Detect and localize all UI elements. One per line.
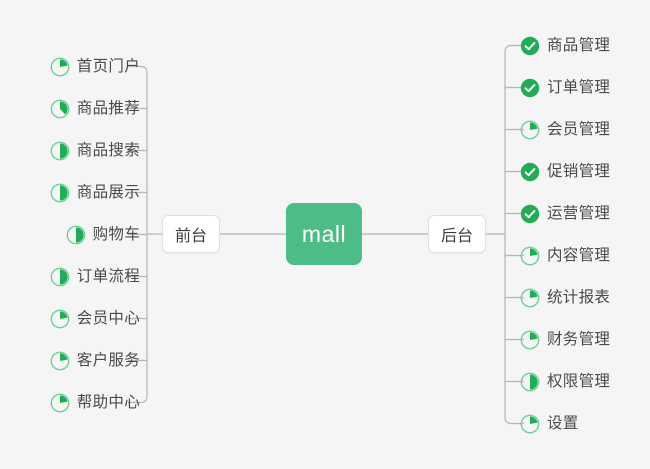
leaf-node[interactable]: 运营管理 bbox=[520, 193, 610, 235]
leaf-label: 统计报表 bbox=[547, 288, 611, 306]
leaf-node[interactable]: 设置 bbox=[520, 403, 579, 445]
pie-progress-icon bbox=[50, 57, 70, 76]
leaf-label: 订单流程 bbox=[76, 267, 140, 285]
leaf-node[interactable]: 会员管理 bbox=[520, 109, 610, 151]
leaf-node[interactable]: 客户服务 bbox=[50, 340, 140, 382]
right-stub-top bbox=[504, 44, 524, 52]
pie-progress-icon bbox=[520, 330, 540, 349]
check-circle-icon bbox=[520, 162, 540, 181]
branch-frontend: 首页门户商品推荐商品搜索商品展示购物车订单流程会员中心客户服务帮助中心 bbox=[16, 0, 140, 469]
pie-progress-icon bbox=[520, 288, 540, 307]
leaf-node[interactable]: 商品管理 bbox=[520, 25, 610, 67]
check-circle-icon bbox=[520, 78, 540, 97]
check-circle-icon bbox=[520, 204, 540, 223]
pie-progress-icon bbox=[50, 99, 70, 118]
leaf-label: 首页门户 bbox=[76, 57, 140, 75]
leaf-label: 商品管理 bbox=[547, 36, 611, 54]
leaf-node[interactable]: 帮助中心 bbox=[50, 382, 140, 424]
leaf-label: 会员管理 bbox=[547, 120, 611, 138]
leaf-label: 促销管理 bbox=[547, 162, 611, 180]
pie-progress-icon bbox=[520, 372, 540, 391]
pie-progress-icon bbox=[50, 141, 70, 160]
leaf-label: 财务管理 bbox=[547, 330, 611, 348]
pie-progress-icon bbox=[520, 120, 540, 139]
leaf-node[interactable]: 订单管理 bbox=[520, 67, 610, 109]
leaf-label: 会员中心 bbox=[76, 309, 140, 327]
pie-progress-icon bbox=[520, 414, 540, 433]
leaf-node[interactable]: 会员中心 bbox=[50, 298, 140, 340]
leaf-label: 商品展示 bbox=[76, 183, 140, 201]
node-backend[interactable]: 后台 bbox=[428, 215, 486, 253]
leaf-node[interactable]: 商品搜索 bbox=[50, 130, 140, 172]
branch-backend: 商品管理订单管理会员管理促销管理运营管理内容管理统计报表财务管理权限管理设置 bbox=[520, 0, 644, 469]
pie-progress-icon bbox=[50, 267, 70, 286]
leaf-label: 购物车 bbox=[92, 225, 140, 243]
pie-progress-icon bbox=[50, 351, 70, 370]
leaf-label: 商品推荐 bbox=[76, 99, 140, 117]
leaf-node[interactable]: 内容管理 bbox=[520, 235, 610, 277]
left-stub-top bbox=[128, 65, 148, 73]
node-frontend[interactable]: 前台 bbox=[162, 215, 220, 253]
pie-progress-icon bbox=[50, 393, 70, 412]
leaf-node[interactable]: 首页门户 bbox=[50, 46, 140, 88]
leaf-node[interactable]: 统计报表 bbox=[520, 277, 610, 319]
right-stub-bottom bbox=[504, 417, 524, 425]
leaf-label: 运营管理 bbox=[547, 204, 611, 222]
leaf-node[interactable]: 商品展示 bbox=[50, 172, 140, 214]
leaf-label: 客户服务 bbox=[76, 351, 140, 369]
leaf-label: 权限管理 bbox=[547, 372, 611, 390]
leaf-node[interactable]: 商品推荐 bbox=[50, 88, 140, 130]
leaf-label: 设置 bbox=[547, 414, 579, 432]
pie-progress-icon bbox=[50, 183, 70, 202]
leaf-node[interactable]: 权限管理 bbox=[520, 361, 610, 403]
leaf-node[interactable]: 财务管理 bbox=[520, 319, 610, 361]
leaf-node[interactable]: 购物车 bbox=[66, 214, 140, 256]
leaf-label: 订单管理 bbox=[547, 78, 611, 96]
check-circle-icon bbox=[520, 36, 540, 55]
leaf-label: 帮助中心 bbox=[76, 393, 140, 411]
left-stub-bottom bbox=[128, 396, 148, 404]
leaf-node[interactable]: 促销管理 bbox=[520, 151, 610, 193]
leaf-label: 商品搜索 bbox=[76, 141, 140, 159]
node-center-mall[interactable]: mall bbox=[286, 203, 362, 265]
pie-progress-icon bbox=[50, 309, 70, 328]
leaf-label: 内容管理 bbox=[547, 246, 611, 264]
pie-progress-icon bbox=[520, 246, 540, 265]
leaf-node[interactable]: 订单流程 bbox=[50, 256, 140, 298]
pie-progress-icon bbox=[66, 225, 85, 244]
